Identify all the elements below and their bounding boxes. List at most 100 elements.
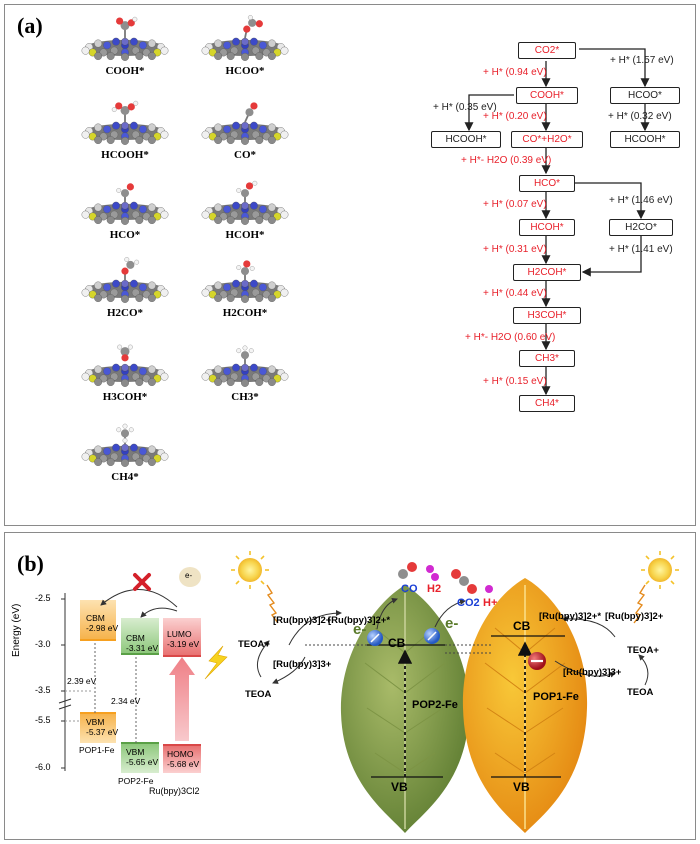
lightning-icon: [204, 645, 228, 680]
pop2-cbm-bar: [121, 618, 159, 654]
box-h2co: H2CO*: [609, 219, 673, 236]
tick-label: -3.0: [35, 639, 51, 649]
step-co2-cooh: + H* (0.94 eV): [483, 67, 547, 78]
ru-homo-label: HOMO-5.68 eV: [167, 749, 200, 769]
pop1-name: POP1-Fe: [79, 745, 115, 755]
product-h-plus: H+: [483, 597, 498, 609]
green-cb-label: CB: [388, 636, 406, 650]
orange-cb-label: CB: [513, 619, 531, 633]
molecule-cell: HCO*: [75, 177, 175, 243]
box-co-h2o: CO*+H2O*: [511, 131, 583, 148]
tick-label: -5.5: [35, 715, 51, 725]
h-ion-icon: [485, 585, 493, 593]
pop2-vbm-bar: [121, 743, 159, 773]
product-co2: CO2: [457, 597, 480, 609]
energy-axis-label: Energy (eV): [11, 603, 22, 657]
molecule-label: HCO*: [109, 229, 141, 241]
teoa-right: TEOA: [627, 687, 654, 698]
box-h2coh: H2COH*: [513, 264, 581, 281]
pop1-vbm-label: VBM-5.37 eV: [86, 717, 119, 737]
sun-left-icon: [231, 551, 269, 589]
box-ch4: CH4*: [519, 395, 575, 412]
molecule-cell: CH3*: [195, 339, 295, 405]
step-hcoh-h2coh: + H* (0.31 eV): [483, 244, 547, 255]
ru-excited-right: [Ru(bpy)3]2+*: [539, 611, 602, 622]
molecule-label: CH4*: [111, 471, 139, 483]
ru-2plus-left: [Ru(bpy)3]2+: [273, 615, 332, 626]
step-cooh-co: + H* (0.20 eV): [483, 111, 547, 122]
ru-lumo-bar: [163, 618, 201, 656]
molecule-structure-icon: [201, 15, 289, 61]
box-ch3: CH3*: [519, 350, 575, 367]
step-hco-hcoh: + H* (0.07 eV): [483, 199, 547, 210]
molecule-label: H2CO*: [106, 307, 144, 319]
box-hcooh-left: HCOOH*: [431, 131, 501, 148]
co2-molecule-icon: [451, 569, 477, 594]
molecule-structure-icon: [201, 260, 289, 303]
transfer-arrow-pop2: [140, 607, 178, 618]
molecule-cell: CO*: [195, 97, 295, 163]
teoa-plus-left: TEOA+: [238, 639, 270, 650]
molecule-label: CO*: [234, 149, 256, 161]
leaf-orange: [462, 578, 588, 833]
ru-2plus-right: [Ru(bpy)3]2+: [605, 611, 664, 622]
molecule-cell: HCOO*: [195, 13, 295, 79]
box-hcoh: HCOH*: [519, 219, 575, 236]
tick-label: -3.5: [35, 685, 51, 695]
orange-vb-label: VB: [513, 780, 530, 794]
ru-homo-bar: [163, 745, 201, 773]
panel-b-label: (b): [17, 551, 44, 576]
panel-a: (a) COOH*HCOO*HCOOH*CO*HCO*HCOH*H2CO*H2C…: [4, 4, 696, 526]
molecule-cell: CH4*: [75, 419, 175, 485]
step-cooh-hcooh: + H* (0.35 eV): [433, 102, 497, 113]
arrow-hco-h2co: [571, 182, 646, 220]
tick-label: -2.5: [35, 593, 51, 603]
arrow-h2co-h2coh: [581, 236, 642, 277]
molecule-structure-icon: [81, 257, 169, 303]
ru-3plus-right: [Ru(bpy)3]3+: [563, 667, 622, 678]
pop2-cbm-label: CBM-3.31 eV: [126, 633, 159, 653]
molecule-structure-icon: [81, 16, 169, 61]
step-h3coh-ch3: + H*- H2O (0.60 eV): [465, 332, 556, 343]
electron-label-right: e-: [445, 615, 459, 632]
pop1-cbm-label: CBM-2.98 eV: [86, 613, 119, 633]
tick-label: -6.0: [35, 762, 51, 772]
molecule-cell: H2CO*: [75, 255, 175, 321]
pop1-cbm-bar: [80, 600, 116, 640]
molecule-cell: H2COH*: [195, 255, 295, 321]
step-h2co-h2coh: + H* (1.41 eV): [609, 244, 673, 255]
light-ray-right: [633, 584, 646, 624]
sun-right-icon: [641, 551, 679, 589]
product-co: CO: [401, 583, 418, 595]
pop1-vbm-bar: [80, 713, 116, 743]
molecule-cell: H3COH*: [75, 339, 175, 405]
step-h2coh-h3coh: + H* (0.44 eV): [483, 288, 547, 299]
pathway-arrows: [464, 48, 650, 396]
box-cooh: COOH*: [516, 87, 578, 104]
co-molecule-icon: [398, 562, 417, 579]
box-hcoo: HCOO*: [610, 87, 680, 104]
band-diagram: [58, 551, 679, 833]
orange-leaf-name: POP1-Fe: [533, 691, 579, 703]
molecule-label: H2COH*: [222, 307, 268, 319]
pop2-vbm-label: VBM-5.65 eV: [126, 747, 159, 767]
molecule-structure-icon: [81, 423, 169, 467]
panel-b: (b): [4, 532, 696, 840]
blocked-x-icon: [133, 573, 151, 591]
electron-bubble: [179, 567, 201, 587]
teoa-left: TEOA: [245, 689, 272, 700]
step-co-hco: + H*- H2O (0.39 eV): [461, 155, 552, 166]
molecule-cell: HCOH*: [195, 177, 295, 243]
step-ch3-ch4: + H* (0.15 eV): [483, 376, 547, 387]
box-hco: HCO*: [519, 175, 575, 192]
box-co2: CO2*: [518, 42, 576, 59]
molecule-structure-icon: [201, 345, 289, 387]
ru-name: Ru(bpy)3Cl2: [149, 786, 200, 796]
green-leaf-name: POP2-Fe: [412, 699, 458, 711]
molecule-label: HCOO*: [225, 65, 265, 77]
molecule-structure-icon: [201, 180, 289, 225]
arrow-co2-hcoo: [579, 48, 650, 88]
green-vb-label: VB: [391, 780, 408, 794]
excitation-arrow: [169, 657, 195, 741]
electron-label-left: e-: [353, 621, 367, 638]
